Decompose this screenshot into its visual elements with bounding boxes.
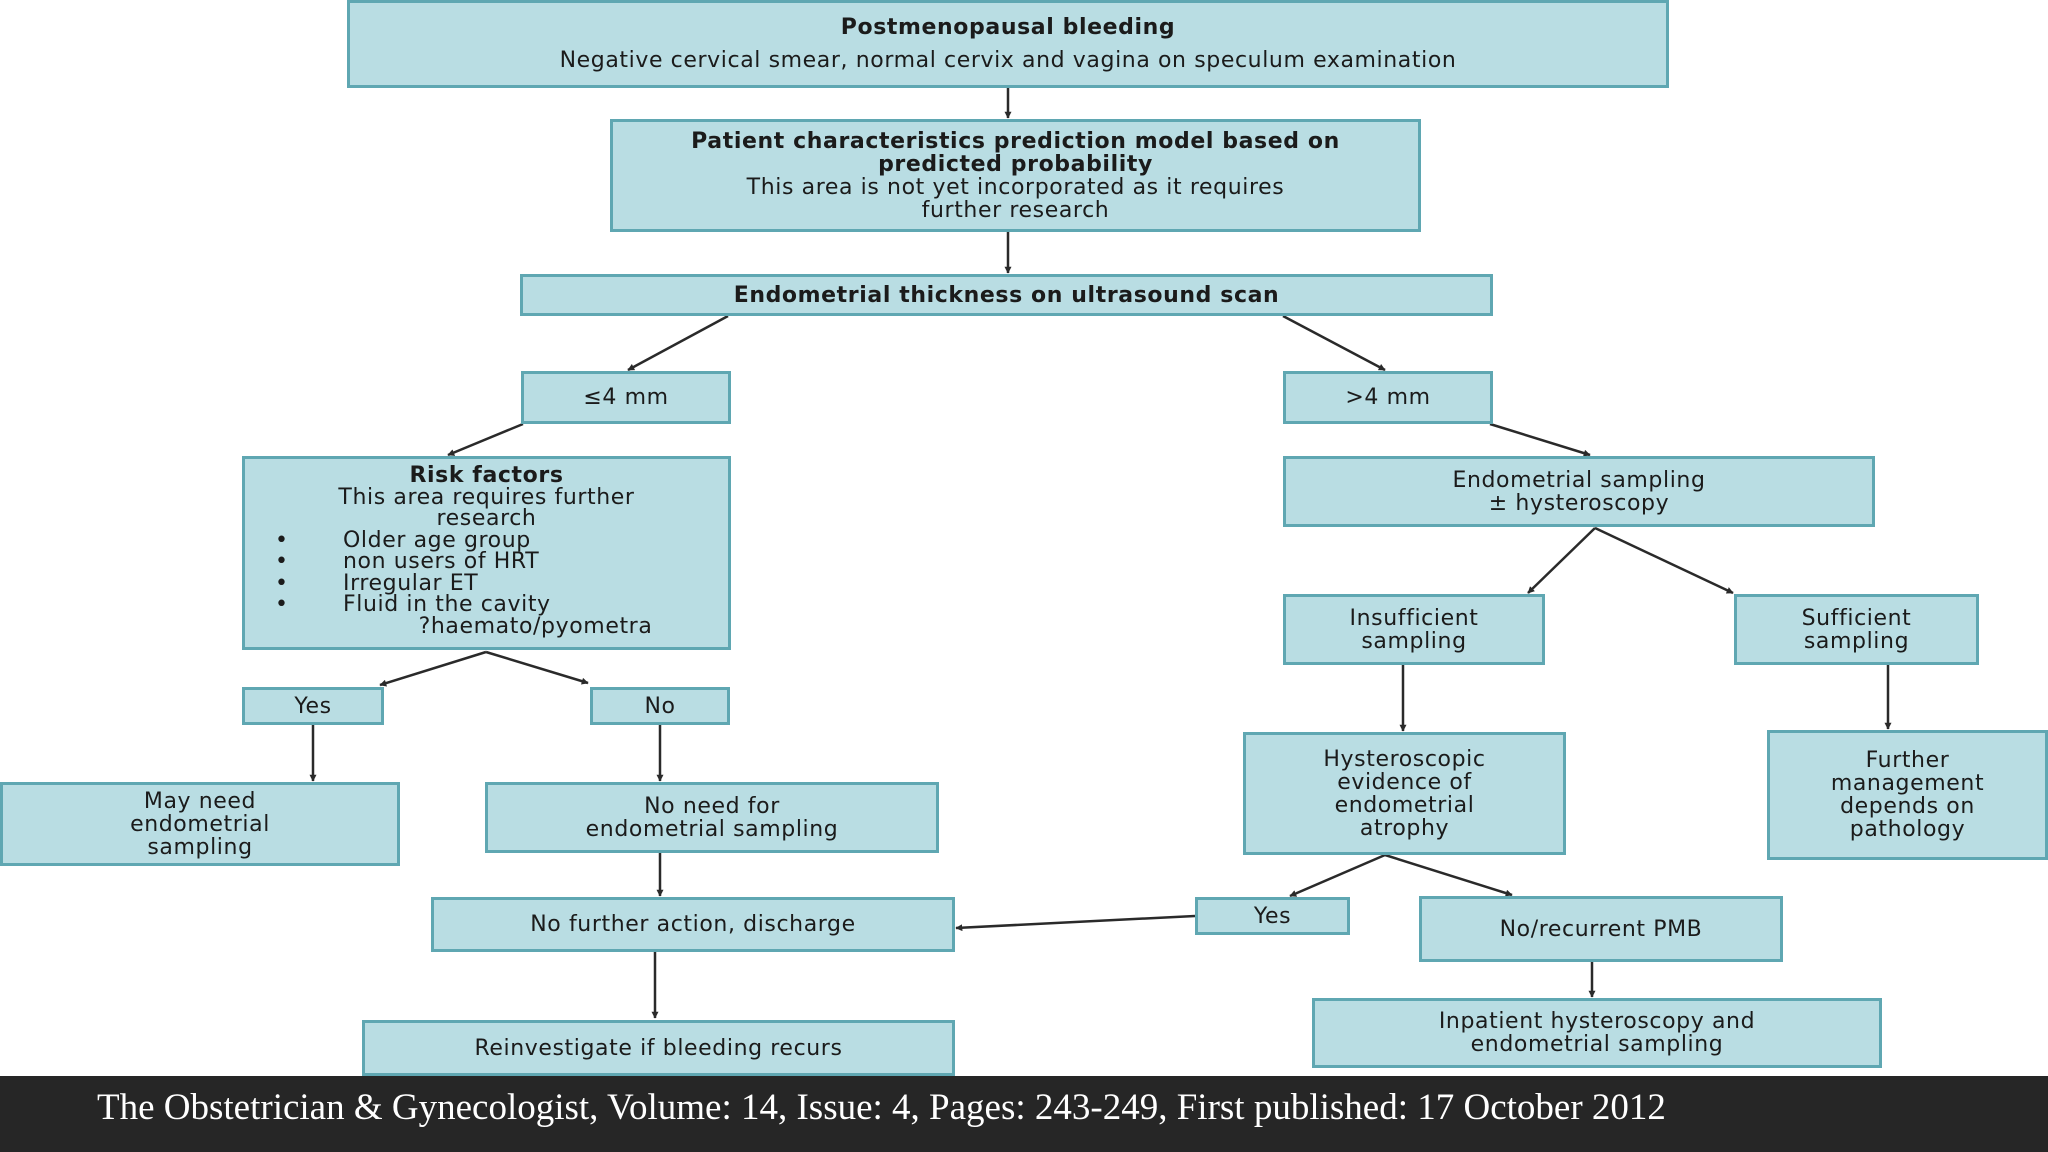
node-endometrial-sampling: Endometrial sampling ± hysteroscopy	[1283, 456, 1875, 527]
node-yes-left: Yes	[242, 687, 384, 725]
node-prediction-model: Patient characteristics prediction model…	[610, 119, 1421, 232]
node-text-line-2: further research	[921, 197, 1110, 223]
node-risk-factors: Risk factors This area requires further …	[242, 456, 731, 650]
node-text-line-2: sampling	[1361, 628, 1467, 654]
node-text-line-4: atrophy	[1359, 815, 1450, 841]
arrow-thickness-to-le4	[627, 314, 729, 372]
node-text-line-1: Inpatient hysteroscopy and	[1438, 1009, 1756, 1034]
arrow-risk-to-no	[485, 650, 589, 685]
node-text-line-1: No need for	[644, 793, 780, 819]
node-text-line-2: management	[1830, 771, 1985, 796]
node-no-further-action: No further action, discharge	[431, 897, 955, 952]
node-text: Yes	[1253, 903, 1292, 929]
arrow-sampling-to-sufficient	[1594, 526, 1734, 595]
node-endometrial-thickness: Endometrial thickness on ultrasound scan	[520, 274, 1493, 316]
node-title-line-2: predicted probability	[878, 151, 1153, 177]
node-text-line-2: endometrial	[130, 811, 270, 837]
arrow-atrophy-to-recurrent	[1384, 853, 1513, 897]
arrow-atrophy-to-yes	[1289, 853, 1386, 898]
node-text-line-1: May need	[143, 788, 257, 814]
node-no-need-sampling: No need for endometrial sampling	[485, 782, 939, 853]
node-text-line-2: endometrial sampling	[1470, 1032, 1724, 1057]
node-title: Endometrial thickness on ultrasound scan	[733, 282, 1280, 308]
node-text-line-1: This area is not yet incorporated as it …	[746, 174, 1285, 200]
risk-factor-list: Older age group non users of HRT Irregul…	[245, 529, 728, 616]
node-insufficient-sampling: Insufficient sampling	[1283, 594, 1545, 665]
node-postmenopausal-bleeding: Postmenopausal bleeding Negative cervica…	[347, 0, 1669, 88]
node-text-line-1: This area requires further	[338, 484, 635, 510]
node-further-management: Further management depends on pathology	[1767, 730, 2048, 860]
node-reinvestigate: Reinvestigate if bleeding recurs	[362, 1020, 955, 1076]
node-text-line-1: Insufficient	[1349, 605, 1479, 631]
arrow-gt4-to-sampling	[1489, 422, 1591, 457]
node-text-line-1: Further	[1865, 748, 1950, 773]
arrow-le4-to-risk	[447, 422, 524, 457]
node-text-line-2: ± hysteroscopy	[1488, 490, 1670, 516]
arrow-risk-to-yes	[379, 650, 487, 687]
node-le-4mm: ≤4 mm	[521, 371, 731, 424]
node-text-line-1: Endometrial sampling	[1452, 467, 1706, 493]
node-no-recurrent-pmb: No/recurrent PMB	[1419, 896, 1783, 962]
arrow-sampling-to-insufficient	[1527, 527, 1596, 594]
node-title: Risk factors	[409, 463, 564, 488]
node-text-line-4: pathology	[1849, 817, 1966, 842]
node-text-line-3: endometrial	[1334, 792, 1475, 818]
node-inpatient-hysteroscopy: Inpatient hysteroscopy and endometrial s…	[1312, 998, 1882, 1068]
list-item: Irregular ET	[245, 572, 728, 595]
node-text: Yes	[294, 693, 332, 719]
node-yes-right: Yes	[1195, 897, 1350, 935]
arrow-yes-to-discharge	[955, 914, 1196, 932]
node-sufficient-sampling: Sufficient sampling	[1734, 594, 1979, 665]
list-item: Fluid in the cavity	[245, 594, 728, 616]
node-text-line-3: sampling	[147, 834, 253, 860]
node-text-extra: ?haemato/pyometra	[418, 613, 653, 639]
node-text: No	[644, 693, 676, 719]
node-text-line-2: endometrial sampling	[585, 816, 839, 842]
node-text: No/recurrent PMB	[1499, 916, 1703, 942]
node-title: Postmenopausal bleeding	[840, 15, 1176, 40]
list-item: Older age group	[245, 529, 728, 552]
node-text: No further action, discharge	[530, 912, 856, 937]
node-text: ≤4 mm	[583, 385, 669, 410]
node-text-line-2: research	[436, 506, 537, 531]
node-text: >4 mm	[1345, 385, 1431, 410]
node-text: Reinvestigate if bleeding recurs	[474, 1035, 843, 1061]
node-no-left: No	[590, 687, 730, 725]
node-gt-4mm: >4 mm	[1283, 371, 1493, 424]
node-text-line-2: sampling	[1803, 628, 1910, 654]
citation-footer: The Obstetrician & Gynecologist, Volume:…	[0, 1076, 2048, 1152]
node-text-line-3: depends on	[1840, 794, 1975, 819]
node-text-line-1: Hysteroscopic	[1323, 746, 1486, 772]
node-text-line-2: evidence of	[1337, 769, 1472, 795]
node-title-line-1: Patient characteristics prediction model…	[691, 128, 1340, 154]
node-may-need-sampling: May need endometrial sampling	[0, 782, 400, 866]
node-text: Negative cervical smear, normal cervix a…	[559, 48, 1457, 73]
arrow-thickness-to-gt4	[1282, 314, 1386, 372]
node-hysteroscopic-atrophy: Hysteroscopic evidence of endometrial at…	[1243, 732, 1566, 855]
list-item: non users of HRT	[245, 551, 728, 573]
node-text-line-1: Sufficient	[1801, 605, 1912, 631]
